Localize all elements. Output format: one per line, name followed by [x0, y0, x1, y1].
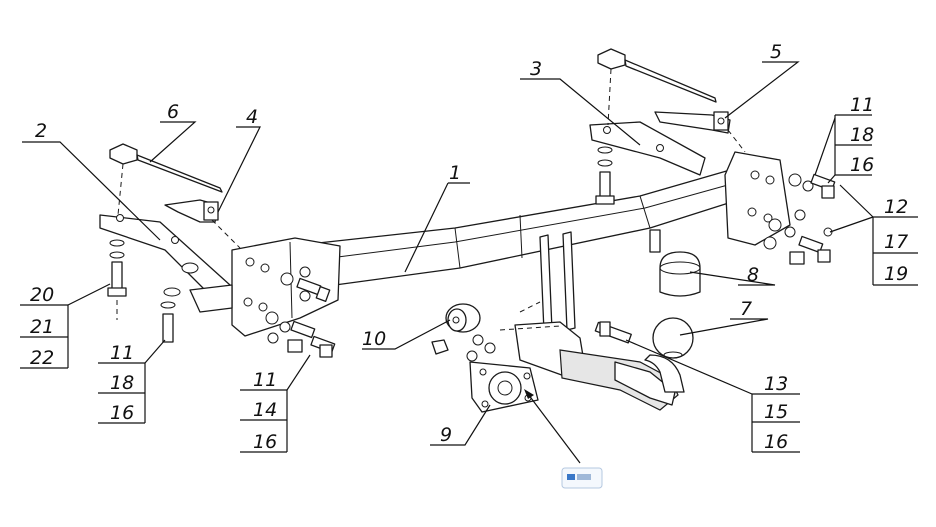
callout-1: 1	[449, 162, 461, 184]
hanger-left	[164, 199, 219, 223]
vertical-bolts	[107, 146, 661, 343]
socket-plate	[469, 361, 539, 413]
cross-beam	[299, 169, 739, 286]
left-bracket	[99, 214, 233, 313]
callout-right-upper-1: 18	[850, 124, 874, 146]
assembly-lines	[116, 68, 746, 331]
callout-2: 2	[35, 120, 47, 142]
callout-left-a-0: 20	[30, 284, 54, 306]
strap-right	[597, 48, 717, 103]
callout-6: 6	[167, 101, 179, 123]
callout-left-a-1: 21	[30, 316, 54, 338]
callout-7: 7	[740, 298, 752, 320]
callout-left-c-2: 16	[253, 431, 277, 453]
bushing	[431, 303, 496, 362]
strap-left	[109, 143, 223, 193]
socket-thumbnail-icon[interactable]	[561, 467, 603, 489]
hanger-right	[654, 111, 731, 134]
right-lower-stack-lines	[625, 339, 800, 453]
callout-right-lower-2: 16	[764, 431, 788, 453]
right-side-plate	[724, 151, 791, 246]
callout-left-c-0: 11	[253, 369, 277, 391]
ball-cover	[659, 251, 701, 297]
callout-right-mid-0: 12	[884, 196, 908, 218]
right-mid-stack-lines	[829, 184, 918, 286]
callout-right-mid-1: 17	[884, 231, 908, 253]
tow-arm	[514, 231, 694, 411]
callout-9: 9	[440, 424, 452, 446]
right-plate-fasteners	[763, 173, 836, 265]
callout-right-upper-0: 11	[850, 94, 874, 116]
callout-right-lower-1: 15	[764, 401, 788, 423]
callout-left-b-1: 18	[110, 372, 134, 394]
callout-right-lower-0: 13	[764, 373, 788, 395]
callout-10: 10	[362, 328, 386, 350]
callout-5: 5	[770, 41, 782, 63]
socket-arrow	[524, 389, 581, 464]
callout-left-a-2: 22	[30, 347, 54, 369]
left-stack-c-lines	[240, 354, 311, 453]
right-bracket	[589, 121, 706, 176]
callout-3: 3	[530, 58, 542, 80]
left-stack-a-lines	[20, 283, 111, 369]
callout-left-c-1: 14	[253, 399, 277, 421]
callout-4: 4	[246, 106, 258, 128]
callout-left-b-0: 11	[110, 342, 134, 364]
callout-right-upper-2: 16	[850, 154, 874, 176]
right-upper-stack-lines	[814, 114, 872, 184]
left-stack-b-lines	[98, 339, 166, 424]
callout-left-b-2: 16	[110, 402, 134, 424]
callout-right-mid-2: 19	[884, 263, 908, 285]
leaders	[22, 61, 800, 446]
callout-8: 8	[747, 264, 759, 286]
left-side-plate	[231, 237, 341, 337]
left-plate-fasteners	[265, 272, 336, 358]
